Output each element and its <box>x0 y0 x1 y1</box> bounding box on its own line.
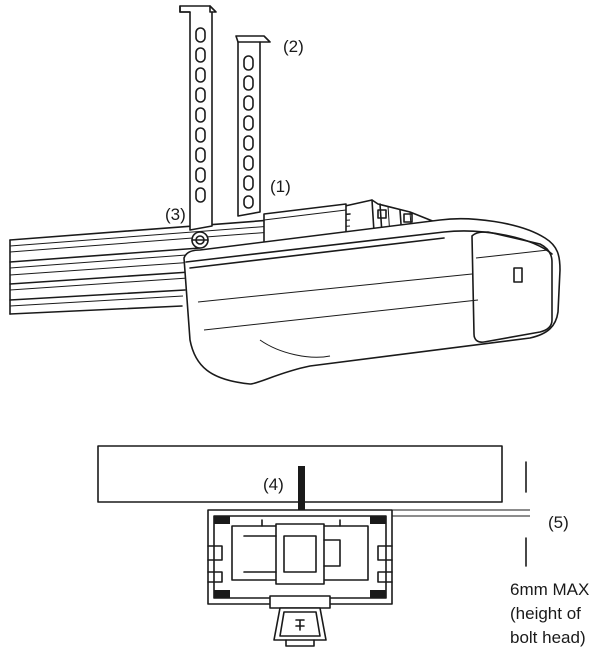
label-mounting-bolt: (4) <box>263 475 284 494</box>
max-height-note: 6mm MAX (height of bolt head) <box>510 580 589 647</box>
hanging-bracket-right <box>235 35 271 217</box>
cross-section-detail: (4) (5) 6mm MAX (height of bolt head) <box>97 445 589 647</box>
motor-housing <box>183 218 561 385</box>
note-line-1: 6mm MAX <box>510 580 589 599</box>
slots-right <box>243 55 254 209</box>
label-carriage: (1) <box>270 177 291 196</box>
note-line-3: bolt head) <box>510 628 586 647</box>
label-bolt: (3) <box>165 205 186 224</box>
gap-indicator <box>392 461 530 567</box>
opener-assembly: (2) (1) (3) <box>9 5 561 385</box>
trolley <box>269 595 331 647</box>
note-line-2: (height of <box>510 604 581 623</box>
label-gap: (5) <box>548 513 569 532</box>
rail-profile <box>207 509 393 605</box>
label-bracket: (2) <box>283 37 304 56</box>
hanging-bracket-left <box>179 5 217 231</box>
slots-left <box>195 27 206 203</box>
bolt-fastener <box>191 231 209 249</box>
